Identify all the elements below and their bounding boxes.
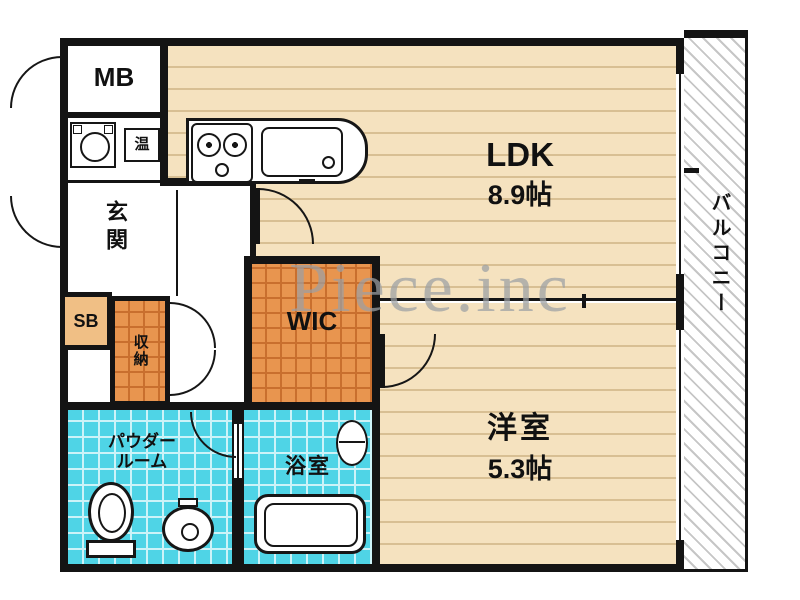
drain-icon [322,156,335,169]
burner-icon [223,133,247,157]
toilet-tank [86,540,136,558]
bathtub-inner [264,503,358,547]
powder-room-label-line2: ルーム [116,451,168,471]
bath-washbasin-line [339,441,365,443]
meter-box-label: MB [93,62,135,93]
wall-mb-bottom [60,112,168,118]
toilet-bowl [98,493,126,533]
wall-bath-top [238,402,380,410]
storage-closet [110,296,170,406]
washer-corner-box [104,125,113,134]
bath-sliding-door [234,424,242,478]
wall-top [60,38,684,46]
toilet-icon [88,482,134,542]
ldk-label: LDK 8.9帖 [420,136,620,211]
balcony-area [684,30,748,572]
western-room-label: 洋室 5.3帖 [420,412,620,485]
western-room-name: 洋室 [487,412,553,445]
kitchen-counter [186,118,368,184]
western-room-size: 5.3帖 [487,453,553,484]
window-ldk [676,74,684,274]
wall-right [676,38,684,572]
wall-wic-top [244,256,380,264]
bath-washbasin-icon [336,420,368,466]
burner-small-icon [215,163,229,177]
ldk-door-leaf [254,188,260,244]
ldk-name: LDK [486,136,554,173]
shoe-box-label: SB [73,310,99,331]
balcony-label: バルコニー [708,192,730,317]
balcony-partition-mark [684,168,699,173]
washbasin-faucet [178,498,198,507]
wall-wic-left [244,256,252,410]
ldk-bedroom-divider [378,298,676,301]
washing-machine-icon [70,122,116,168]
kitchen-sink-icon [261,127,343,177]
shoe-box: SB [60,292,112,350]
washbasin-drain [181,523,199,541]
entrance-label: 玄関 [103,200,128,256]
powder-room-label: パウダー ルーム [80,432,204,471]
washbasin-icon [162,506,214,552]
powder-room-label-line1: パウダー [108,432,176,451]
bathroom-label: 浴室 [285,454,331,478]
gas-stove-icon [191,123,253,183]
entrance-door-arc [10,56,62,108]
wall-mb-right [160,38,168,180]
water-heater-label: 温 [134,136,150,154]
window-bedroom [676,330,684,540]
wic-label: WIC [286,306,338,337]
water-heater-panel: 温 [124,128,160,162]
wic-floor [252,264,372,402]
faucet-icon [299,179,315,184]
wall-laundry-bottom [66,180,166,183]
wall-bottom [60,564,684,572]
entrance-step-line [176,190,178,296]
ldk-size: 8.9帖 [487,179,553,210]
side-door-arc [10,196,62,248]
wall-mid-vertical [372,256,380,564]
washer-drum [80,132,110,162]
bathtub-icon [254,494,366,554]
burner-icon [197,133,221,157]
wall-powder-top [60,402,244,410]
door-stop-mark [582,294,586,308]
wall-hall-ldk [250,180,256,264]
washer-corner-box [73,125,82,134]
wic-door-leaf [380,334,385,388]
storage-label: 収納 [131,334,149,368]
